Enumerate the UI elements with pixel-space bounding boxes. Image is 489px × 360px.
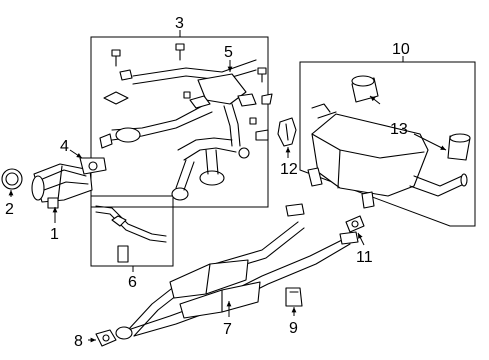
part-muffler: [307, 103, 468, 209]
callout-4: 4: [60, 138, 69, 155]
callout-8: 8: [74, 333, 83, 350]
part-heat-insulator: [95, 205, 167, 263]
part-rear-gasket: [345, 215, 365, 233]
callout-1: 1: [50, 226, 59, 243]
callout-2: 2: [5, 201, 14, 218]
callout-3: 3: [175, 15, 184, 32]
part-rubber-mount: [285, 287, 303, 307]
part-exhaust-tip-right: [447, 133, 471, 161]
callout-10: 10: [392, 41, 410, 58]
part-bracket: [277, 117, 297, 147]
part-flange-gasket: [79, 157, 107, 175]
part-catalytic-converter: [31, 163, 93, 209]
part-gasket: [1, 168, 23, 190]
box-heat-insulator-group: [90, 195, 174, 267]
box-muffler-group: [299, 61, 476, 227]
part-center-pipe: [115, 203, 359, 340]
callout-13: 13: [390, 121, 408, 138]
box-front-pipe-group: [90, 36, 269, 208]
callout-7: 7: [223, 321, 232, 338]
part-exhaust-tip-left: [351, 75, 379, 103]
callout-12: 12: [280, 161, 298, 178]
part-front-gasket: [95, 329, 117, 347]
part-front-y-pipe: [99, 59, 273, 201]
part-bolts: [111, 43, 267, 125]
callout-11: 11: [356, 249, 373, 266]
callout-9: 9: [289, 320, 298, 337]
leader-lines: [8, 30, 447, 343]
callout-5: 5: [224, 44, 233, 61]
callout-6: 6: [128, 274, 137, 291]
